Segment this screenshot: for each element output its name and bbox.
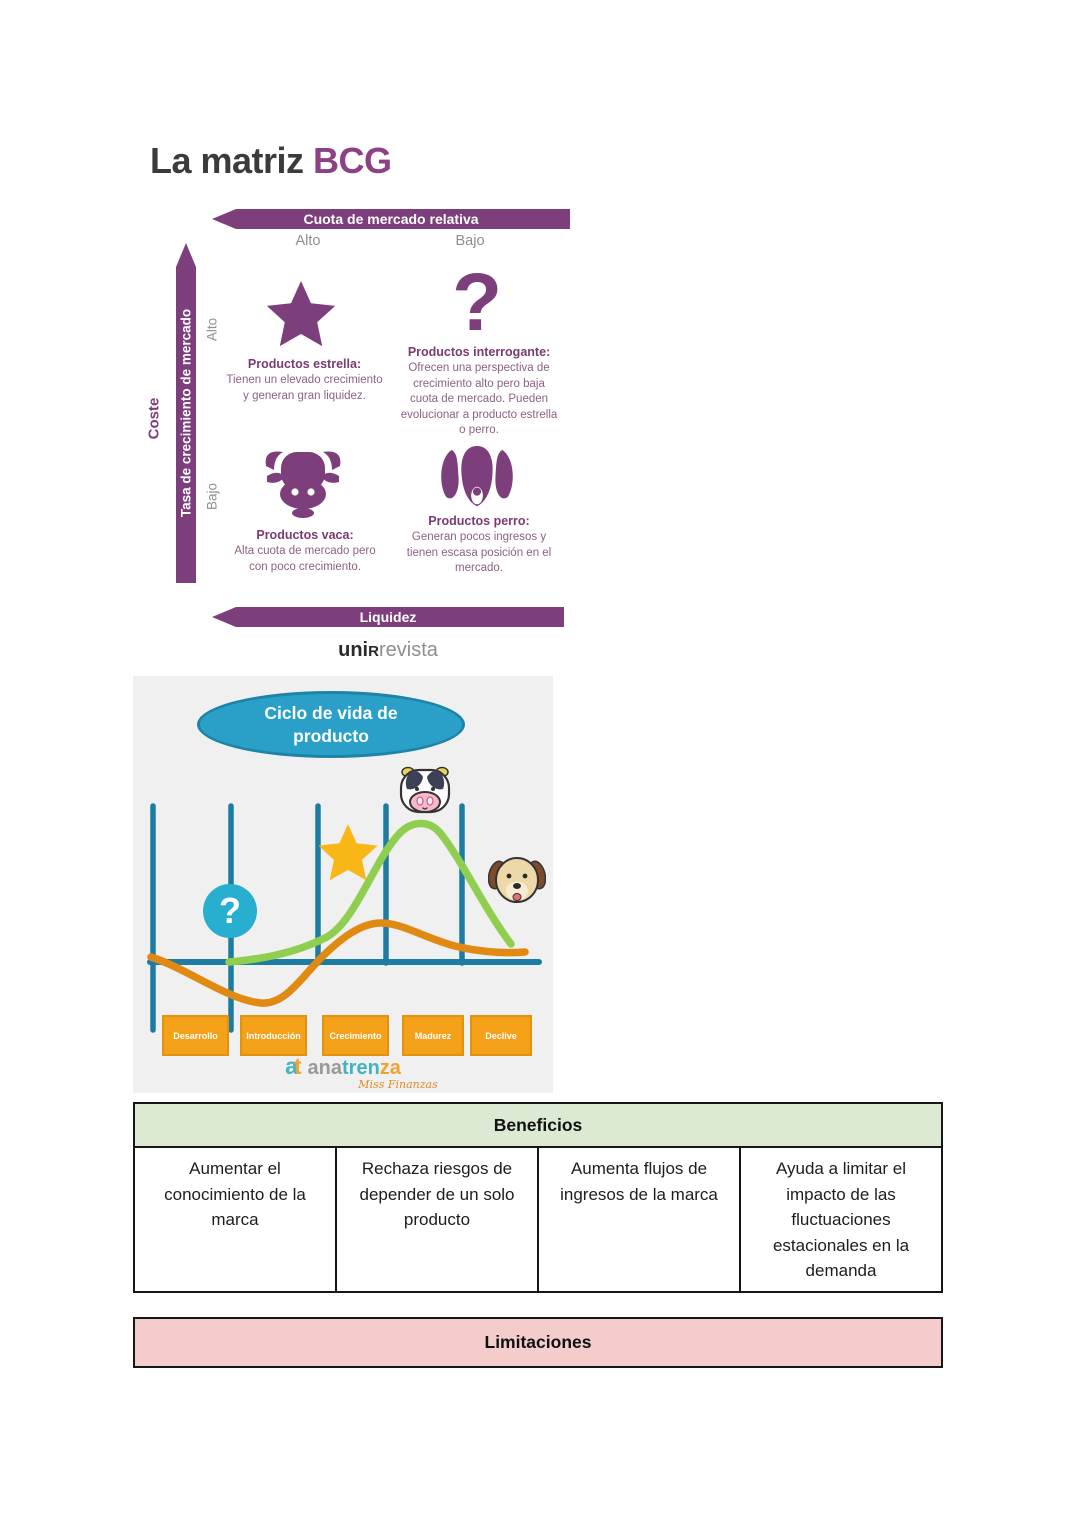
page-title-accent: BCG xyxy=(313,140,392,181)
benefits-table: Beneficios Aumentar el conocimiento de l… xyxy=(133,1102,943,1293)
lifecycle-title-line2: producto xyxy=(293,725,369,746)
question-glyph: ? xyxy=(219,890,241,931)
growth-rate-axis-label: Tasa de crecimiento de mercado xyxy=(178,308,194,518)
quadrant-dog-description: Generan pocos ingresos y tienen escasa p… xyxy=(406,531,552,575)
quadrant-question-title: Productos interrogante: xyxy=(407,345,551,359)
quadrant-star-title: Productos estrella: xyxy=(247,357,362,371)
liquidity-axis-arrow: Liquidez xyxy=(212,607,564,627)
page-title: La matriz BCG xyxy=(150,140,392,182)
anatrenza-name-gray: ana xyxy=(307,1057,342,1079)
benefits-table-body: Aumentar el conocimiento de la marca Rec… xyxy=(135,1148,941,1291)
anatrenza-mark-t: t xyxy=(293,1053,302,1079)
unir-logo-bold: uni xyxy=(338,639,369,661)
dog-icon xyxy=(441,445,513,507)
benefits-cell-2: Rechaza riesgos de depender de un solo p… xyxy=(337,1148,539,1291)
product-lifecycle-chart: Ciclo de vida de producto ? xyxy=(133,676,553,1093)
anatrenza-tagline: Miss Finanzas xyxy=(358,1078,438,1091)
column-label-bajo: Bajo xyxy=(455,233,485,249)
unir-logo-cap: R xyxy=(368,643,379,660)
benefits-table-header: Beneficios xyxy=(135,1104,941,1148)
lifecycle-title: Ciclo de vida de producto xyxy=(264,702,397,748)
unir-revista-logo: uniRrevista xyxy=(178,639,598,662)
dog-icon xyxy=(488,857,546,903)
column-label-alto: Alto xyxy=(295,233,321,249)
quadrant-question-text: Productos interrogante: Ofrecen una pers… xyxy=(398,345,560,439)
star-icon xyxy=(318,824,378,881)
question-mark-icon: ? xyxy=(203,884,257,938)
liquidity-axis-label: Liquidez xyxy=(359,609,417,625)
row-label-bajo: Bajo xyxy=(204,482,220,511)
cow-icon xyxy=(265,451,341,518)
quadrant-dog-text: Productos perro: Generan pocos ingresos … xyxy=(398,514,560,577)
unir-logo-light: revista xyxy=(378,639,438,661)
row-label-alto: Alto xyxy=(204,317,220,342)
quadrant-star-text: Productos estrella: Tienen un elevado cr… xyxy=(222,357,387,404)
market-share-axis-arrow: Cuota de mercado relativa xyxy=(212,209,570,229)
benefits-cell-3: Aumenta flujos de ingresos de la marca xyxy=(539,1148,741,1291)
lifecycle-title-ellipse: Ciclo de vida de producto xyxy=(197,691,465,758)
stage-declive: Declive xyxy=(470,1015,532,1056)
stage-desarrollo: Desarrollo xyxy=(162,1015,229,1056)
quadrant-question-description: Ofrecen una perspectiva de crecimiento a… xyxy=(400,362,558,437)
benefits-cell-4: Ayuda a limitar el impacto de las fluctu… xyxy=(772,1159,910,1280)
cow-icon xyxy=(399,766,451,814)
anatrenza-name-teal: tren xyxy=(342,1057,380,1079)
quadrant-cow-title: Productos vaca: xyxy=(256,528,354,542)
green-curve xyxy=(225,819,515,966)
lifecycle-title-line1: Ciclo de vida de xyxy=(264,702,398,723)
anatrenza-mark-a: a xyxy=(285,1053,298,1079)
star-icon xyxy=(266,281,336,347)
question-mark-icon: ? xyxy=(452,257,503,348)
quadrant-dog-title: Productos perro: xyxy=(428,514,530,528)
limitations-table-header: Limitaciones xyxy=(133,1317,943,1368)
stage-introduccion: Introducción xyxy=(240,1015,307,1056)
quadrant-cow-description: Alta cuota de mercado pero con poco crec… xyxy=(234,545,376,573)
stage-crecimiento: Crecimiento xyxy=(322,1015,389,1056)
quadrant-star-description: Tienen un elevado crecimiento y generan … xyxy=(226,374,383,402)
growth-rate-axis-arrow: Tasa de crecimiento de mercado xyxy=(176,243,196,583)
page-title-prefix: La matriz xyxy=(150,140,314,181)
quadrant-cow-text: Productos vaca: Alta cuota de mercado pe… xyxy=(224,528,386,575)
coste-label: Coste xyxy=(145,397,163,440)
orange-curve xyxy=(147,919,529,1007)
market-share-axis-label: Cuota de mercado relativa xyxy=(303,211,479,227)
anatrenza-name-orange: za xyxy=(379,1057,401,1079)
benefits-cell-1: Aumentar el conocimiento de la marca xyxy=(135,1148,337,1291)
stage-madurez: Madurez xyxy=(402,1015,464,1056)
